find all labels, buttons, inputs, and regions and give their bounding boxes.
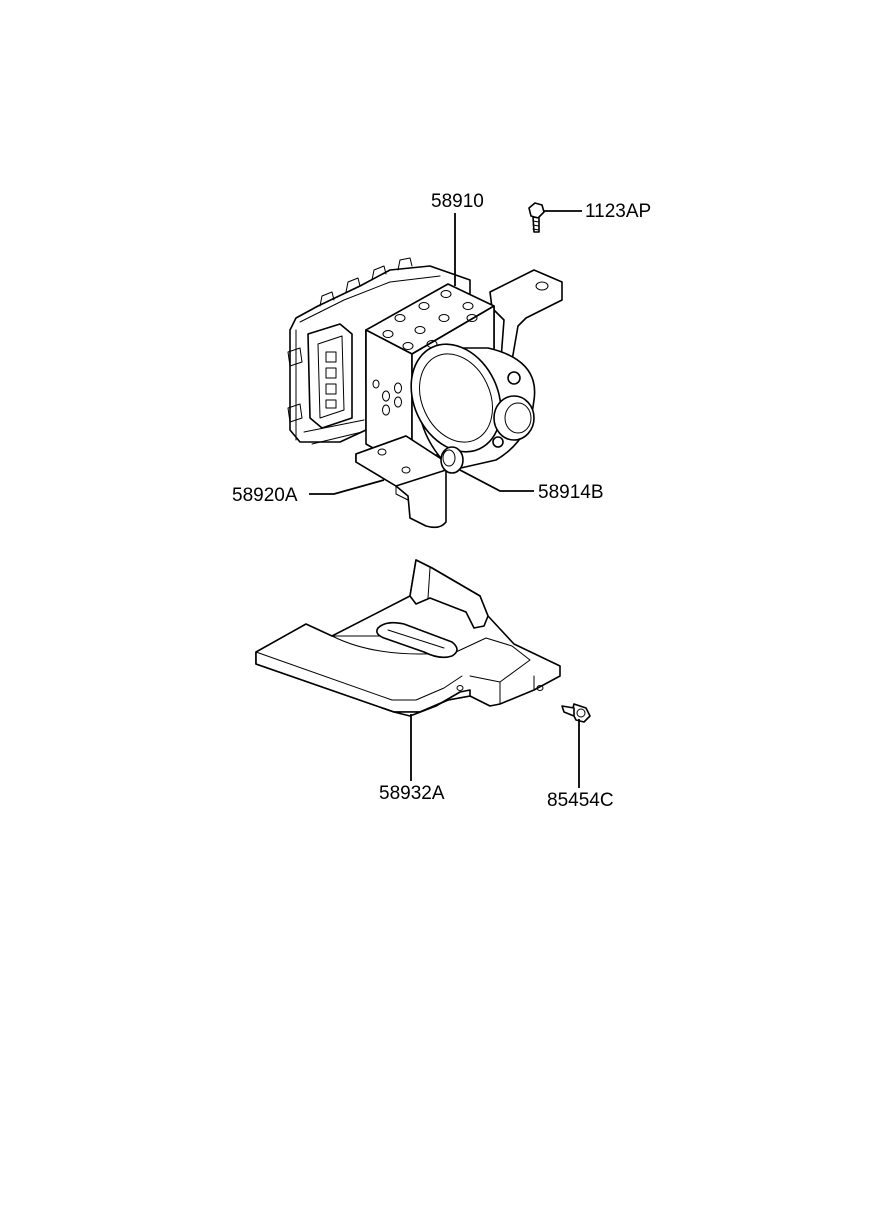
mounting-tray[interactable] (255, 559, 561, 717)
bushing[interactable] (440, 446, 464, 474)
part-label-58914B: 58914B (538, 482, 604, 503)
part-label-58910: 58910 (431, 191, 484, 212)
front-bracket[interactable] (355, 435, 447, 529)
abs-hydraulic-unit[interactable] (287, 257, 563, 471)
mounting-bolt[interactable] (528, 202, 545, 233)
clip-fastener[interactable] (561, 703, 591, 723)
leader-58914B (459, 469, 534, 492)
leader-58920A (309, 479, 385, 495)
part-label-1123AP: 1123AP (585, 201, 651, 222)
part-label-58932A: 58932A (379, 783, 445, 804)
part-label-85454C: 85454C (547, 790, 614, 811)
part-label-58920A: 58920A (232, 485, 298, 506)
